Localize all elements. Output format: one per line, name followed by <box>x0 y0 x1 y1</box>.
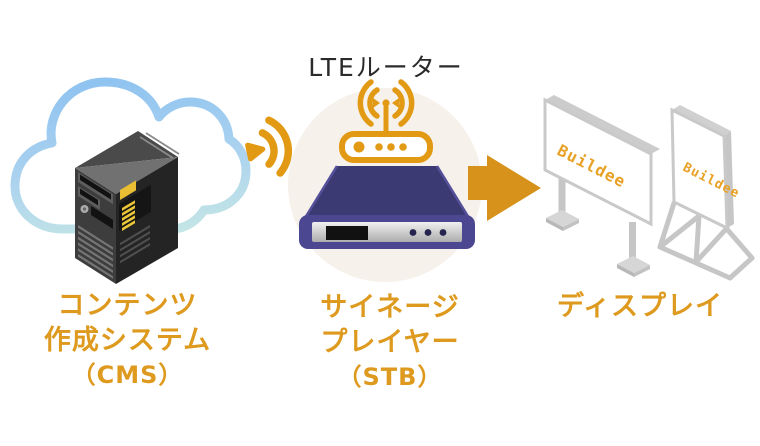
server-icon <box>75 131 180 284</box>
cms-label-line3: （CMS） <box>71 361 184 389</box>
wireless-signal-icon <box>245 116 293 177</box>
display-node-label: ディスプレイ <box>540 289 740 324</box>
stb-label-line1: サイネージ <box>320 292 460 323</box>
stb-node-label: サイネージ プレイヤー （STB） <box>294 290 486 395</box>
lte-router-title: LTEルーター <box>308 53 464 82</box>
landscape-display-icon: Buildee <box>543 95 660 277</box>
cms-node-label: コンテンツ 作成システム （CMS） <box>25 288 230 393</box>
stb-player-icon <box>299 165 475 249</box>
stb-label-line2: プレイヤー <box>320 327 460 358</box>
stb-label-line3: （STB） <box>337 363 443 391</box>
flow-arrow <box>468 155 541 221</box>
portrait-display-icon: Buildee <box>657 105 755 281</box>
lte-router-icon <box>339 79 433 163</box>
display-label-line1: ディスプレイ <box>556 291 724 322</box>
cms-label-line1: コンテンツ <box>57 290 198 321</box>
cms-label-line2: 作成システム <box>43 325 212 356</box>
